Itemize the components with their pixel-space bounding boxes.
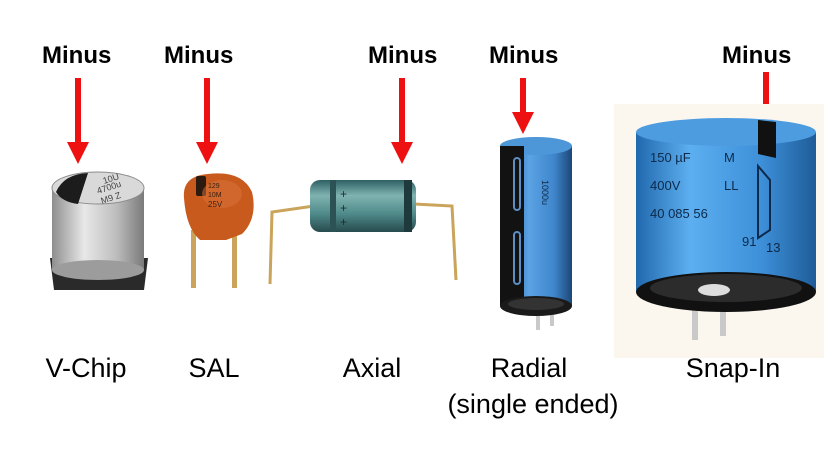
minus-label-axial: Minus [368,42,438,69]
arrow-down-icon-sal [196,78,218,164]
snapin-cap-text-2: M [724,150,735,165]
arrow-down-icon-radial [512,78,534,134]
arrow-down-icon-vchip [67,78,89,164]
type-label-radial: Radial [490,353,568,383]
snapin-cap-text-4: LL [724,178,738,193]
type-sublabel-radial: (single ended) [447,389,619,419]
minus-label-radial: Minus [489,42,559,69]
snapin-cap-text-7: 13 [766,240,780,255]
axial-capacitor-image: + + + [268,180,458,285]
snapin-cap-text-1: 150 µF [650,150,691,165]
snapin-cap-text-5: 40 085 56 [650,206,708,221]
minus-label-snapin: Minus [722,42,792,69]
sal-cap-text-1: 129 [208,183,220,190]
sal-capacitor-image: 129 10M 25V [183,173,254,288]
snapin-capacitor-image: 150 µF M 400V LL 40 085 56 91 13 [636,118,816,340]
sal-cap-text-2: 10M [208,192,222,199]
sal-cap-text-3: 25V [208,200,223,209]
arrow-down-icon-axial [391,78,413,164]
svg-text:+: + [340,215,347,229]
type-label-snapin: Snap-In [685,353,781,383]
minus-label-sal: Minus [164,42,234,69]
vchip-capacitor-image: 10U 4700u M9 Z [50,171,148,290]
radial-capacitor-image: 1000u [500,137,572,330]
svg-text:+: + [340,187,347,201]
type-label-axial: Axial [342,353,402,383]
snapin-cap-text-6: 91 [742,234,756,249]
radial-cap-text: 1000u [540,180,550,205]
minus-label-vchip: Minus [42,42,112,69]
snapin-cap-text-3: 400V [650,178,681,193]
svg-text:+: + [340,201,347,215]
type-label-sal: SAL [188,353,240,383]
type-label-vchip: V-Chip [45,353,127,383]
vchip-cap-text-1: 10U [102,171,121,186]
